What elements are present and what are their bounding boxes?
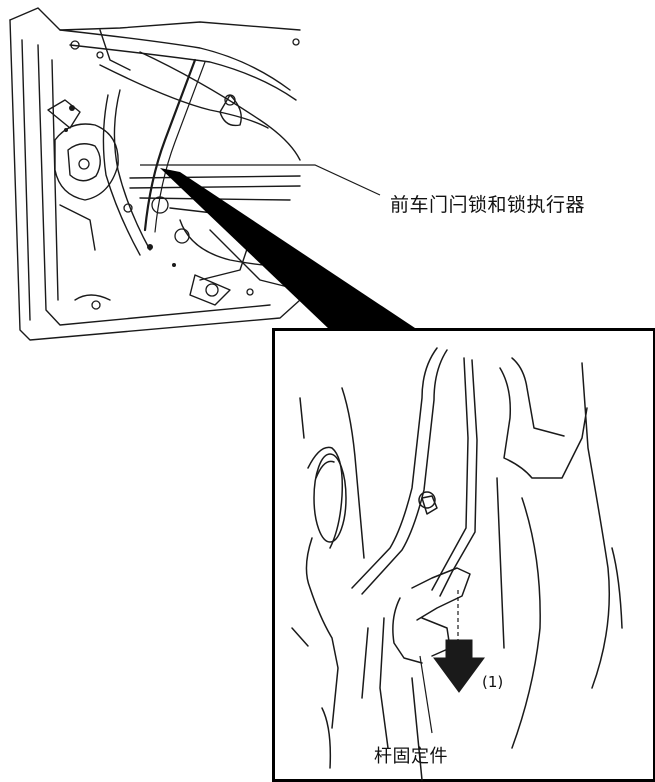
latch-detail-view	[272, 328, 655, 782]
latch-actuator-callout: 前车门闩锁和锁执行器	[390, 194, 586, 216]
down-arrow-icon	[433, 639, 485, 693]
rod-clip-callout: 杆固定件	[374, 746, 448, 767]
step-marker: (1)	[482, 673, 504, 691]
